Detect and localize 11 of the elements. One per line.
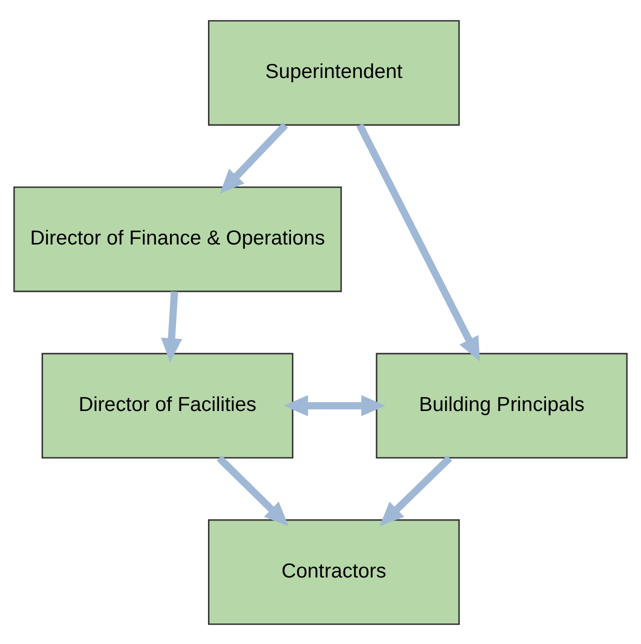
arrow xyxy=(216,454,289,526)
arrow xyxy=(160,290,182,362)
arrow xyxy=(284,394,386,416)
node-box: Director of Facilities xyxy=(42,352,294,458)
node-box: Contractors xyxy=(208,518,460,624)
node-box: Superintendent xyxy=(208,20,460,126)
arrow xyxy=(220,122,288,194)
node-box: Building Principals xyxy=(376,352,628,458)
node-box: Director of Finance & Operations xyxy=(13,186,342,292)
arrow xyxy=(380,454,452,526)
arrow xyxy=(356,123,480,361)
